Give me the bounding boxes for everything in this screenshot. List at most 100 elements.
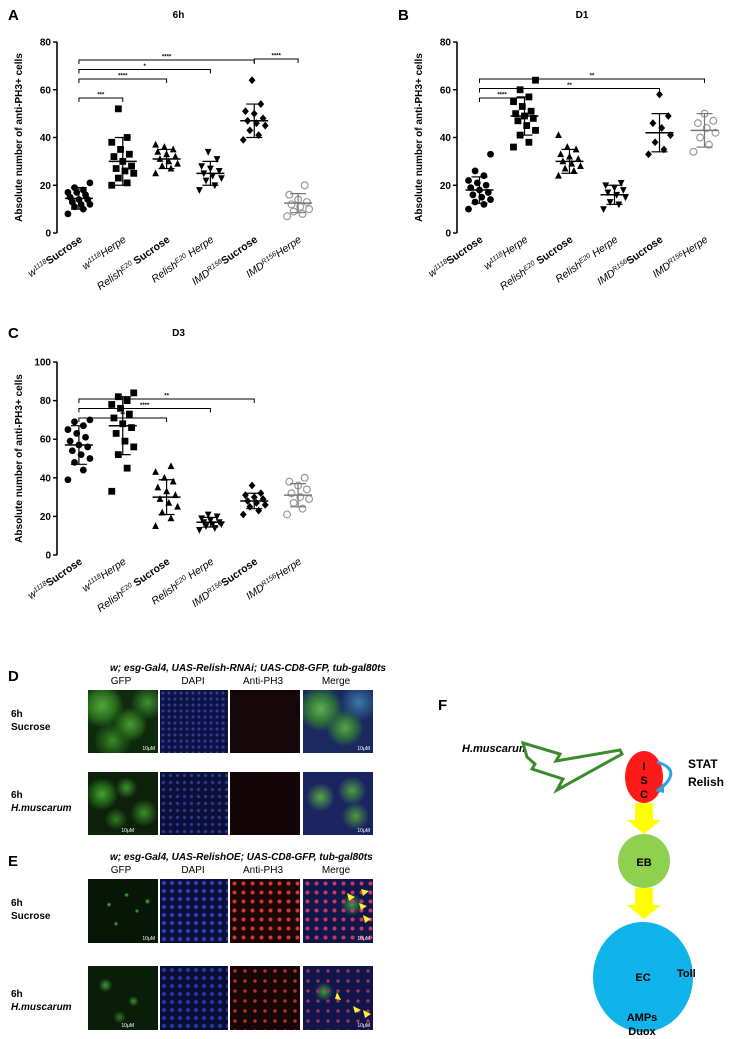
significance-bracket: [479, 78, 705, 83]
data-point-triangle-down: [602, 182, 610, 190]
data-point-circle: [79, 186, 87, 194]
data-point-square: [121, 437, 129, 445]
data-point-triangle: [156, 495, 164, 502]
data-point-triangle: [174, 502, 181, 510]
data-point-square: [514, 117, 522, 125]
data-point-diamond: [246, 126, 254, 135]
scale-bar: 10μM: [121, 1023, 134, 1029]
arrowhead-icon: [353, 1006, 361, 1013]
significance-bracket: [253, 58, 299, 63]
data-point-square: [128, 162, 135, 170]
data-point-diamond: [242, 107, 249, 116]
y-axis-label: Absolute number of anti-PH3+ cells: [414, 53, 425, 222]
scale-bar: 10μM: [357, 936, 370, 942]
panel-label-f: F: [438, 697, 447, 714]
data-point-circle: [471, 167, 479, 175]
data-point-triangle: [152, 140, 159, 148]
significance-bracket: [78, 59, 255, 64]
data-point-circle: [480, 172, 488, 180]
micrograph-e-hmuscarum-merge: 10μM: [303, 966, 373, 1030]
panel-e-channel-merge: Merge: [321, 865, 351, 876]
data-point-square: [108, 138, 116, 146]
micrograph-d-hmuscarum-gfp: 10μM: [88, 772, 158, 835]
data-point-triangle-down: [619, 187, 627, 194]
data-point-open-circle: [298, 209, 307, 218]
data-point-triangle: [555, 171, 562, 179]
chart-title: D1: [576, 10, 589, 21]
row-treatment: H.muscarum: [11, 803, 72, 814]
data-point-square: [123, 397, 131, 404]
data-point-circle: [487, 150, 494, 158]
data-point-circle: [465, 205, 472, 213]
data-point-circle: [480, 200, 488, 208]
micrograph-d-sucrose-merge: 10μM: [303, 690, 373, 753]
data-point-open-circle: [302, 197, 311, 206]
significance-stars: **: [590, 74, 595, 80]
data-point-diamond: [248, 481, 256, 490]
data-point-square: [108, 487, 116, 495]
arrowhead-icon: [361, 889, 369, 896]
ec-cell: [593, 922, 693, 1032]
significance-stars: **: [164, 394, 169, 400]
data-point-square: [130, 389, 138, 397]
data-point-square: [532, 126, 539, 134]
data-point-triangle-down: [204, 511, 212, 519]
panel-d-channel-ph3: Anti-PH3: [242, 676, 283, 687]
data-point-square: [112, 430, 120, 437]
y-tick-label: 60: [440, 85, 452, 96]
data-point-square: [125, 150, 133, 158]
data-point-triangle-down: [606, 199, 614, 206]
data-point-square: [108, 401, 116, 408]
data-point-open-circle: [283, 212, 292, 221]
data-point-triangle-down: [622, 194, 629, 202]
significance-bracket: [479, 88, 660, 93]
y-tick-label: 80: [440, 38, 452, 49]
data-point-diamond: [248, 76, 256, 85]
significance-stars: ****: [271, 54, 281, 60]
significance-stars: ****: [497, 93, 507, 99]
data-point-open-circle: [300, 473, 309, 482]
scale-bar: 10μM: [142, 746, 155, 752]
scale-bar: 10μM: [357, 1023, 370, 1029]
panel-e-channel-dapi: DAPI: [181, 865, 205, 876]
data-point-triangle-down: [213, 156, 221, 163]
data-point-square: [518, 103, 526, 110]
data-point-open-circle: [696, 133, 705, 142]
arrowhead-icon: [347, 893, 355, 901]
label-suffix: Herpe: [183, 556, 216, 584]
data-point-triangle-down: [604, 189, 612, 197]
data-point-square: [108, 181, 116, 189]
arrowhead-icon: [359, 903, 367, 910]
data-point-triangle: [154, 483, 162, 491]
data-point-triangle-down: [196, 527, 203, 534]
y-tick-label: 0: [45, 229, 51, 240]
data-point-square: [516, 86, 524, 94]
data-point-square: [532, 76, 539, 84]
data-point-diamond: [651, 138, 659, 147]
yellow-arrow-icon: [627, 803, 661, 834]
significance-stars: ****: [140, 403, 150, 409]
x-category-label: w1118Sucrose: [26, 234, 85, 280]
y-tick-label: 60: [40, 435, 52, 446]
data-point-triangle-down: [617, 179, 625, 187]
panel-label: C: [8, 325, 19, 342]
panel-label: B: [398, 7, 409, 24]
data-point-triangle: [152, 169, 159, 177]
significance-stars: **: [567, 83, 572, 89]
significance-stars: **: [120, 413, 125, 419]
data-point-diamond: [667, 131, 674, 140]
x-category-label: w1118Sucrose: [26, 556, 85, 602]
data-point-diamond: [246, 502, 254, 511]
data-point-square: [130, 443, 138, 451]
x-category-label: w1118Sucrose: [426, 234, 485, 280]
data-point-triangle-down: [215, 168, 223, 175]
data-point-open-circle: [289, 207, 298, 216]
data-point-square: [112, 165, 120, 172]
data-point-circle: [482, 181, 490, 189]
data-point-triangle-down: [218, 175, 225, 182]
data-point-triangle: [570, 167, 578, 174]
stat-label: STAT: [688, 757, 718, 771]
data-point-circle: [465, 177, 472, 184]
